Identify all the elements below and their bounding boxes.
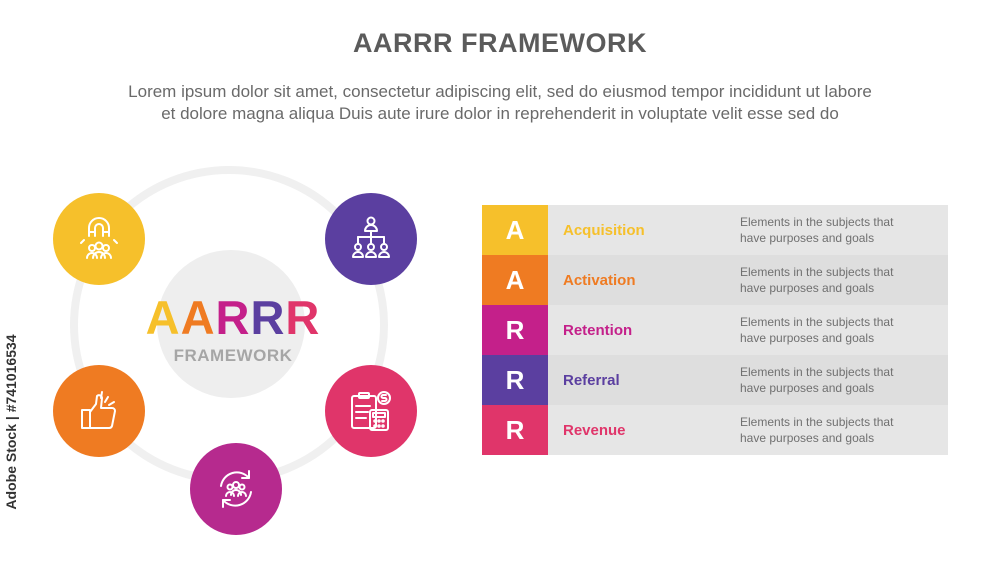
hub-letter: A (180, 291, 216, 344)
people-cycle-icon (220, 470, 252, 508)
page-subtitle: Lorem ipsum dolor sit amet, consectetur … (40, 81, 960, 125)
center-hub (157, 250, 305, 398)
row-letter: R (482, 305, 548, 355)
page-title: AARRR FRAMEWORK (353, 28, 647, 58)
hub-title: AARRR (120, 292, 346, 344)
row-desc-cell: Elements in the subjects that have purpo… (718, 305, 948, 355)
hierarchy-people-icon (352, 216, 390, 258)
row-desc-cell: Elements in the subjects that have purpo… (718, 355, 948, 405)
row-letter: R (482, 405, 548, 455)
node-revenue (190, 443, 282, 535)
hub-letter: R (285, 291, 321, 344)
row-stage: Revenue (563, 421, 626, 439)
node-referral (325, 365, 417, 457)
row-description: Elements in the subjects that have purpo… (740, 215, 894, 245)
magnet-people-icon (80, 217, 118, 259)
stages-table: A Acquisition Elements in the subjects t… (482, 205, 948, 455)
subtitle-line-2: et dolore magna aliqua Duis aute irure d… (161, 104, 839, 123)
node-retention (53, 365, 145, 457)
hub-letter: R (250, 291, 286, 344)
table-row: R Referral Elements in the subjects that… (482, 355, 948, 405)
row-stage: Retention (563, 321, 633, 339)
row-description: Elements in the subjects that have purpo… (740, 265, 894, 295)
table-row: R Revenue Elements in the subjects that … (482, 405, 948, 455)
table-row: A Acquisition Elements in the subjects t… (482, 205, 948, 255)
node-activation (325, 193, 417, 285)
row-letter: R (482, 355, 548, 405)
hub-letter: A (145, 291, 181, 344)
subtitle-line-1: Lorem ipsum dolor sit amet, consectetur … (128, 82, 872, 101)
row-stage: Referral (563, 371, 620, 389)
row-description: Elements in the subjects that have purpo… (740, 365, 894, 395)
row-letter: A (482, 255, 548, 305)
hub-letter: R (215, 291, 251, 344)
row-description: Elements in the subjects that have purpo… (740, 315, 894, 345)
row-stage: Acquisition (563, 221, 645, 239)
row-stage: Activation (563, 271, 636, 289)
row-letter: A (482, 205, 548, 255)
table-row: A Activation Elements in the subjects th… (482, 255, 948, 305)
table-row: R Retention Elements in the subjects tha… (482, 305, 948, 355)
row-desc-cell: Elements in the subjects that have purpo… (718, 255, 948, 305)
side-credit: Adobe Stock | #741016534 (3, 334, 19, 510)
clipboard-calculator-icon (351, 391, 391, 431)
hub-subtitle: FRAMEWORK (173, 346, 293, 365)
row-description: Elements in the subjects that have purpo… (740, 415, 894, 445)
row-desc-cell: Elements in the subjects that have purpo… (718, 205, 948, 255)
row-desc-cell: Elements in the subjects that have purpo… (718, 405, 948, 455)
thumbs-up-icon (81, 391, 116, 429)
node-acquisition (53, 193, 145, 285)
